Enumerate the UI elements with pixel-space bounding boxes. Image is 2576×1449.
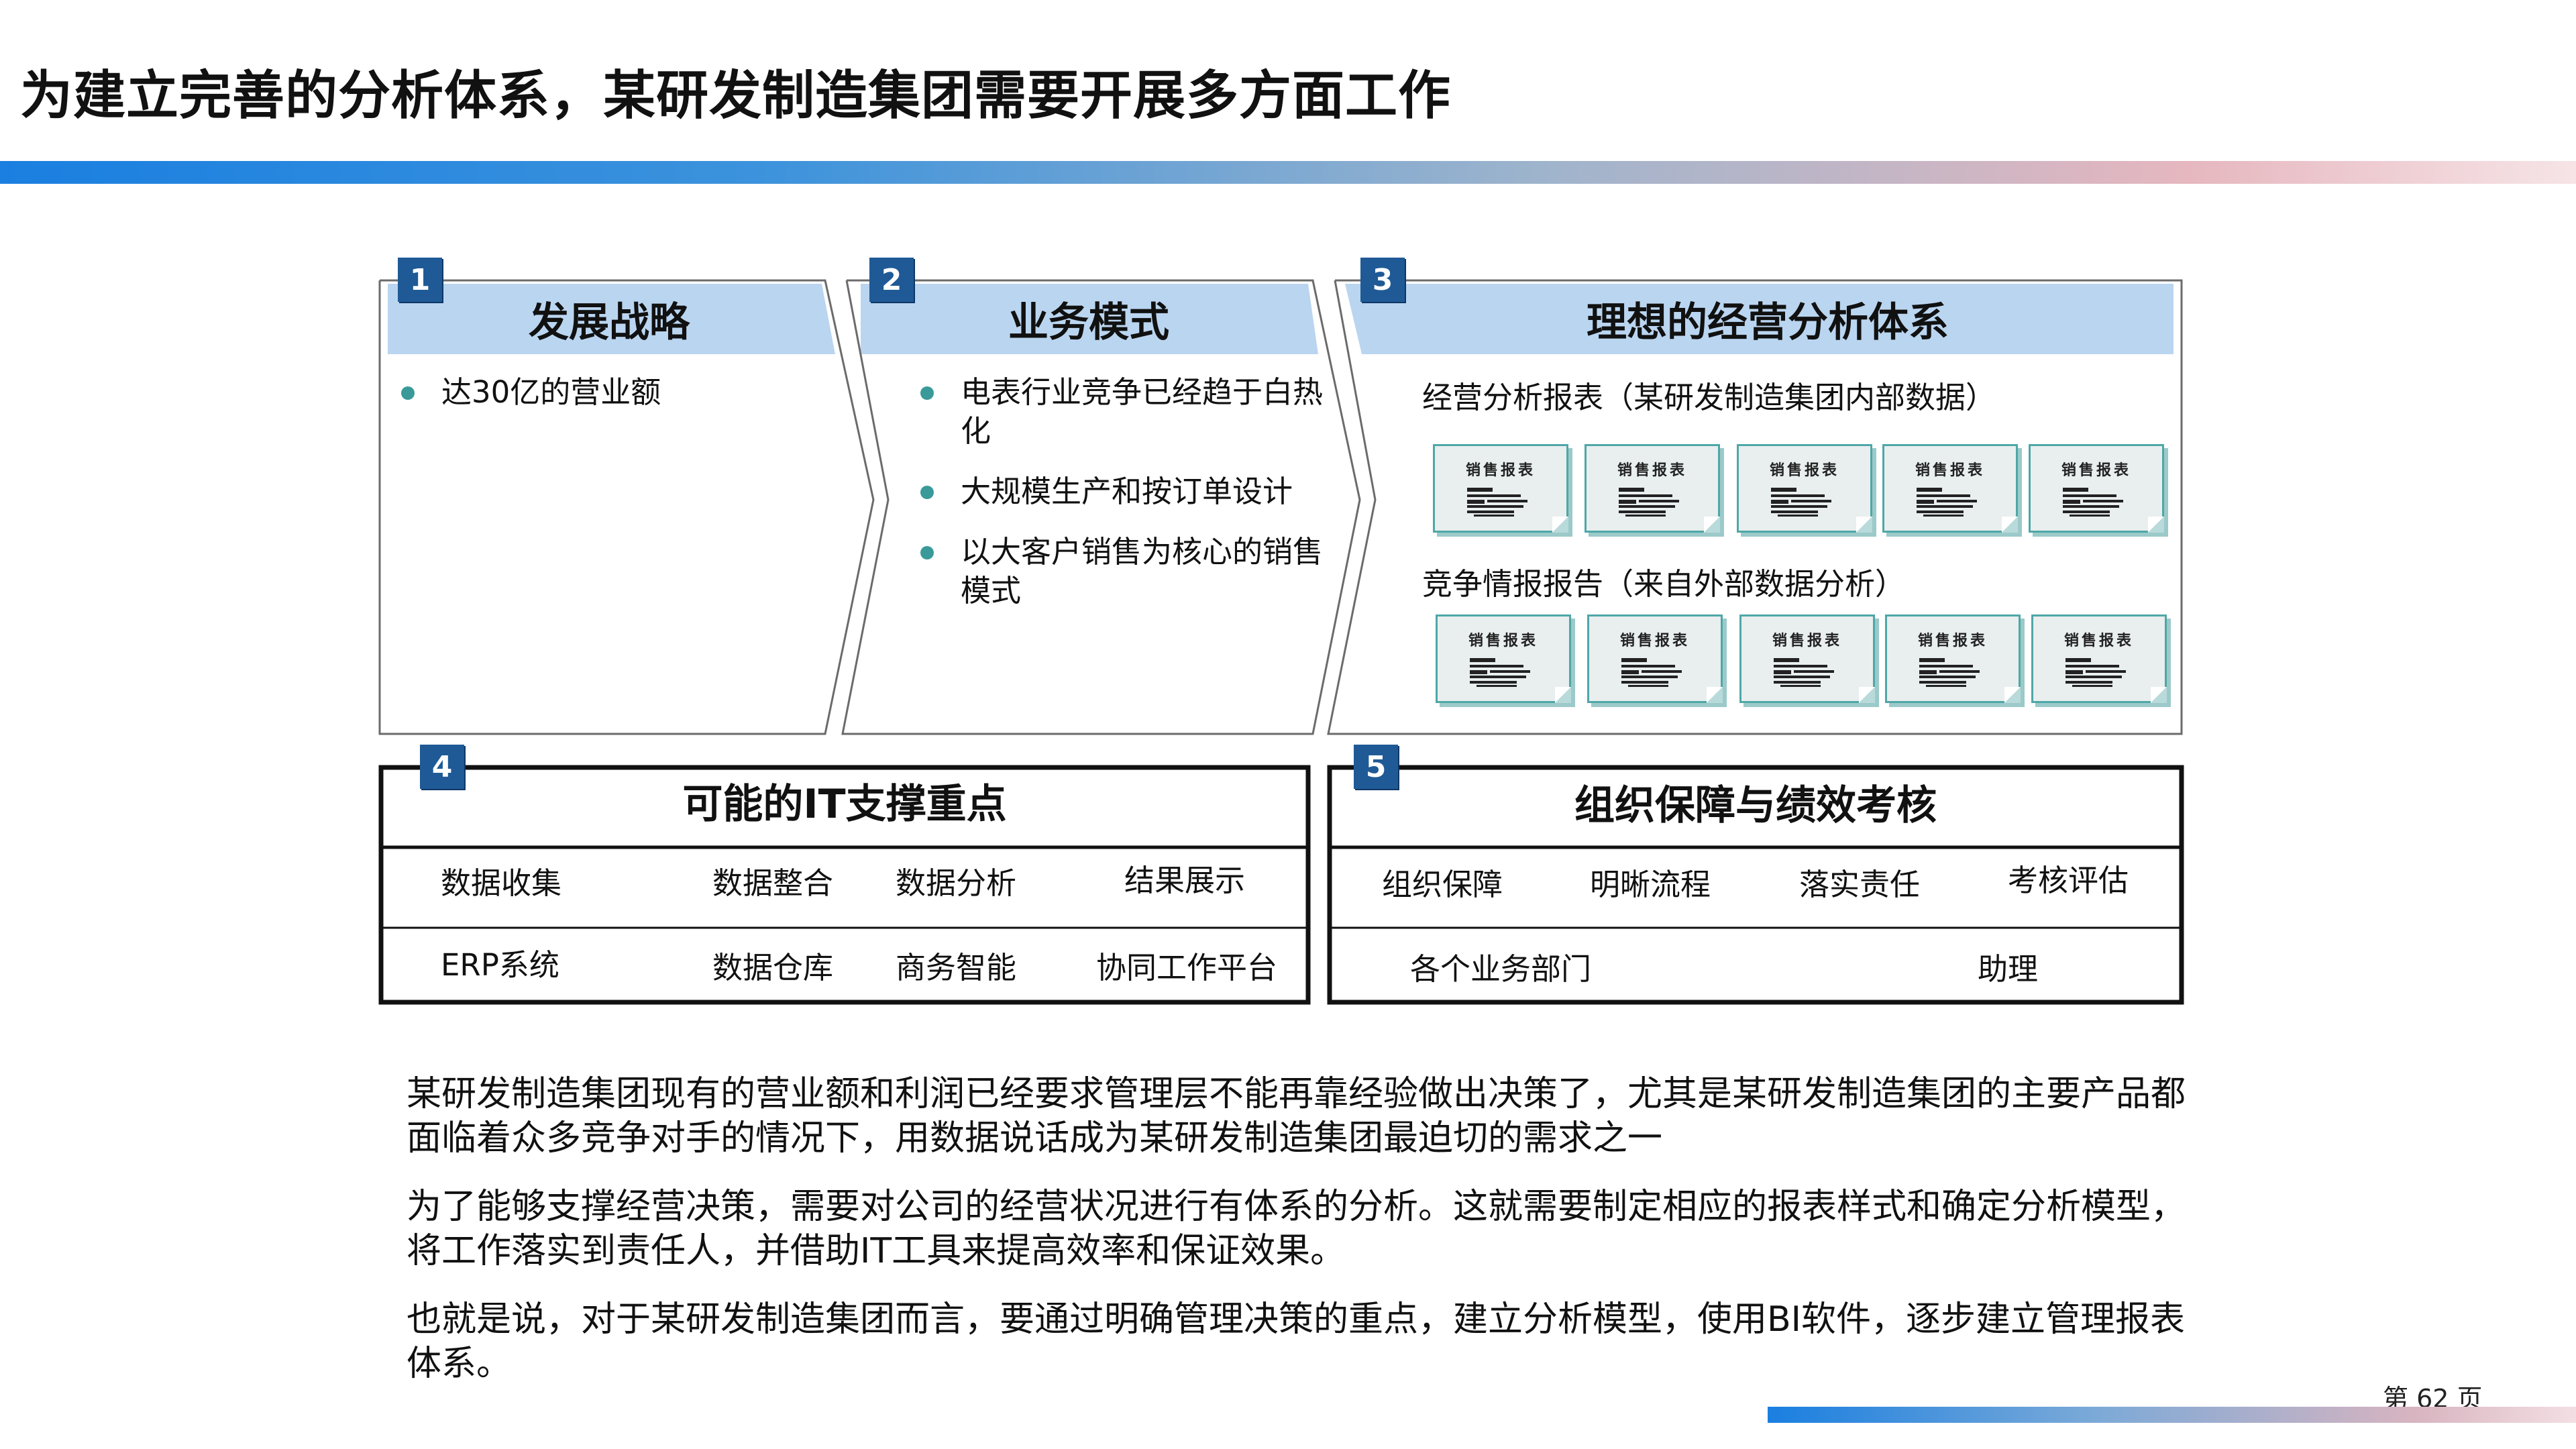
body-paragraph-1: 某研发制造集团现有的营业额和利润已经要求管理层不能再靠经验做出决策了，尤其是某研…	[407, 1074, 2186, 1159]
it-cell-data-analysis: 数据分析	[896, 865, 1017, 901]
report-thumbnail-label: 销售报表	[1468, 632, 1538, 649]
report-thumbnail-label: 销售报表	[1769, 462, 1839, 479]
report-thumbnail-label: 销售报表	[1465, 462, 1536, 479]
title-gradient-bar	[0, 161, 2576, 184]
report-thumbnail-label: 销售报表	[1917, 632, 1988, 649]
it-cell-erp: ERP系统	[441, 947, 559, 983]
it-cell-data-warehouse: 数据仓库	[712, 950, 834, 985]
org-cell-business-departments: 各个业务部门	[1410, 951, 1592, 987]
panel3-competitive-intel-heading: 竞争情报报告（来自外部数据分析）	[1422, 566, 1906, 602]
report-document-icon	[1467, 488, 1527, 517]
page-curl-icon	[1555, 687, 1571, 703]
report-thumbnail: 销售报表	[1882, 444, 2018, 533]
report-document-icon	[1774, 658, 1834, 687]
panel1-bullet: 达30亿的营业额	[401, 373, 804, 412]
report-thumbnail: 销售报表	[2029, 444, 2164, 533]
panel4-badge: 4	[420, 745, 464, 789]
report-thumbnail: 销售报表	[1585, 444, 1720, 533]
panel3-header-fill	[1345, 284, 2174, 354]
report-thumbnail: 销售报表	[1737, 444, 1872, 533]
report-thumbnail: 销售报表	[1587, 614, 1723, 703]
org-cell-assistant: 助理	[1978, 951, 2039, 987]
page-curl-icon	[1552, 517, 1568, 533]
panel3-internal-reports-heading: 经营分析报表（某研发制造集团内部数据）	[1422, 380, 1996, 415]
it-cell-data-integration: 数据整合	[712, 865, 834, 901]
report-document-icon	[1917, 488, 1977, 517]
org-cell-clear-process: 明晰流程	[1590, 867, 1711, 902]
panel2-bullet: 以大客户销售为核心的销售模式	[920, 533, 1323, 610]
report-thumbnail: 销售报表	[1739, 614, 1875, 703]
report-document-icon	[1621, 658, 1682, 687]
panel1-bullets: 达30亿的营业额	[401, 373, 804, 433]
body-paragraph-3: 也就是说，对于某研发制造集团而言，要通过明确管理决策的重点，建立分析模型，使用B…	[407, 1299, 2186, 1384]
report-thumbnail-label: 销售报表	[1619, 632, 1690, 649]
page-curl-icon	[1707, 687, 1723, 703]
it-cell-business-intelligence: 商务智能	[896, 950, 1017, 985]
org-cell-responsibility: 落实责任	[1799, 867, 1921, 902]
panel4-box	[378, 765, 1311, 1005]
body-paragraph-2: 为了能够支撑经营决策，需要对公司的经营状况进行有体系的分析。这就需要制定相应的报…	[407, 1187, 2186, 1271]
report-thumbnail-label: 销售报表	[2061, 462, 2131, 479]
report-thumbnail-label: 销售报表	[1617, 462, 1687, 479]
page-curl-icon	[2151, 687, 2167, 703]
it-cell-collaboration-platform: 协同工作平台	[1096, 950, 1278, 985]
panel2-header-fill	[861, 284, 1318, 354]
panel2-bullets: 电表行业竞争已经趋于白热化 大规模生产和按订单设计 以大客户销售为核心的销售模式	[920, 373, 1323, 632]
report-thumbnail: 销售报表	[1433, 444, 1568, 533]
panel5-badge: 5	[1354, 745, 1398, 789]
panel5-box	[1327, 765, 2184, 1005]
page-curl-icon	[2004, 687, 2021, 703]
it-cell-result-display: 结果展示	[1124, 863, 1246, 898]
panel4-title: 可能的IT支撑重点	[682, 781, 1007, 828]
report-thumbnail-label: 销售报表	[1772, 632, 1842, 649]
page-curl-icon	[2002, 517, 2018, 533]
panel2-bullet: 大规模生产和按订单设计	[920, 472, 1323, 511]
panel1-chevron-outline	[378, 279, 875, 735]
panel1-header-fill	[388, 284, 835, 354]
report-document-icon	[1771, 488, 1831, 517]
report-document-icon	[2065, 658, 2126, 687]
panel3-title: 理想的经营分析体系	[1587, 299, 1949, 346]
page-curl-icon	[2148, 517, 2164, 533]
panel1-badge: 1	[398, 258, 442, 302]
footer-gradient-bar	[1768, 1407, 2576, 1423]
page-curl-icon	[1859, 687, 1875, 703]
report-thumbnail: 销售报表	[2031, 614, 2167, 703]
it-cell-data-collection: 数据收集	[441, 865, 562, 901]
panel3-badge: 3	[1360, 258, 1405, 302]
report-thumbnail: 销售报表	[1436, 614, 1571, 703]
panel1-title: 发展战略	[529, 299, 690, 346]
panel2-badge: 2	[869, 258, 914, 302]
page-curl-icon	[1856, 517, 1872, 533]
panel3-outline	[1327, 279, 2183, 735]
panel2-bullet: 电表行业竞争已经趋于白热化	[920, 373, 1323, 451]
panel5-title: 组织保障与绩效考核	[1574, 782, 1937, 829]
panel2-title: 业务模式	[1008, 299, 1169, 346]
panel2-chevron-outline	[841, 279, 1361, 735]
report-document-icon	[2063, 488, 2123, 517]
page-title: 为建立完善的分析体系，某研发制造集团需要开展多方面工作	[20, 66, 1452, 126]
report-thumbnail-label: 销售报表	[2063, 632, 2134, 649]
report-thumbnail-label: 销售报表	[1915, 462, 1985, 479]
org-cell-org-support: 组织保障	[1382, 867, 1503, 902]
report-document-icon	[1470, 658, 1530, 687]
org-cell-evaluation: 考核评估	[2008, 863, 2129, 898]
report-document-icon	[1919, 658, 1980, 687]
report-document-icon	[1619, 488, 1679, 517]
report-thumbnail: 销售报表	[1885, 614, 2021, 703]
page-curl-icon	[1704, 517, 1720, 533]
